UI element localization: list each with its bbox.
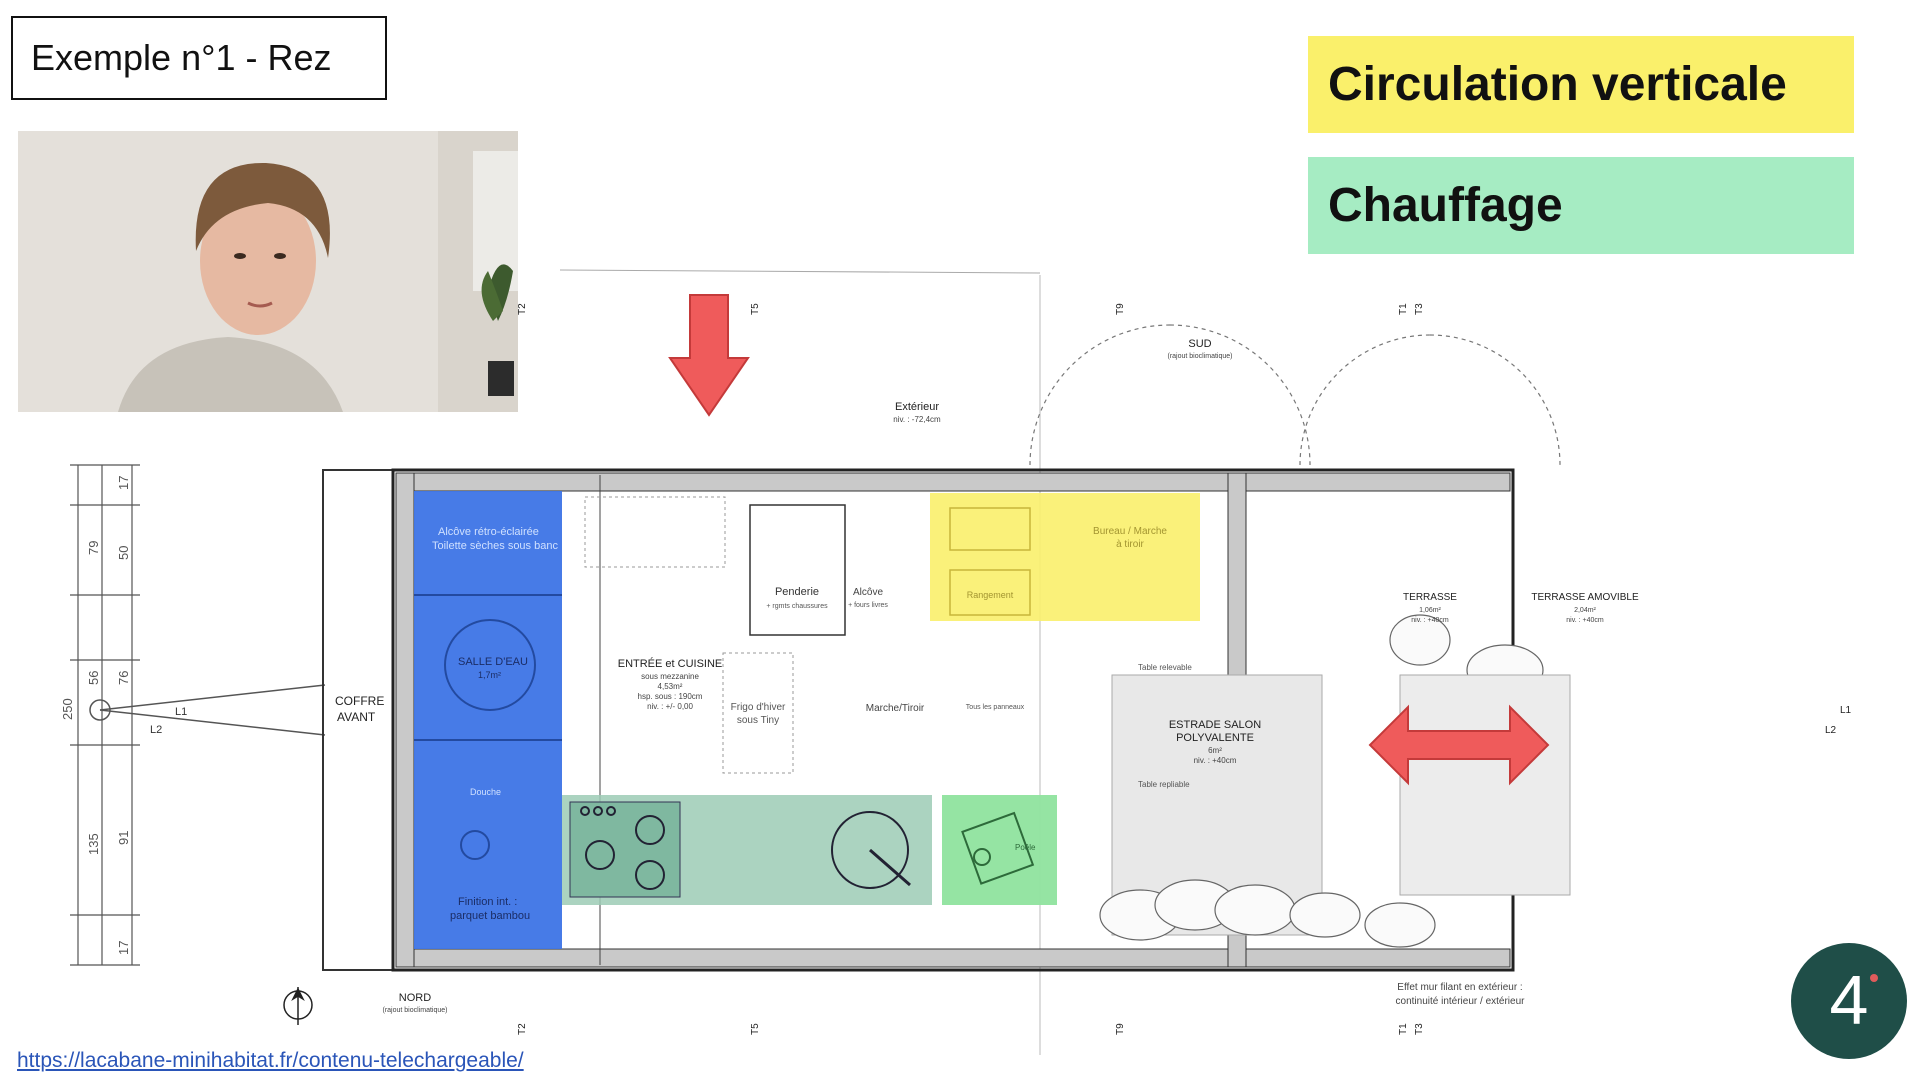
salle-area-label: 1,7m² (478, 670, 501, 680)
terrasse-level-label: niv. : +40cm (1411, 617, 1449, 624)
estrade-level-label: niv. : +40cm (1194, 756, 1237, 765)
alcove-label: Alcôve (853, 587, 883, 598)
estrade-area-label: 6m² (1208, 746, 1222, 755)
terrasse-amovible-label: TERRASSE AMOVIBLE (1531, 592, 1639, 603)
marche-label: Marche/Tiroir (866, 703, 925, 714)
legend-chauffage-label: Chauffage (1328, 179, 1563, 232)
entree-height-label: hsp. sous : 190cm (638, 692, 703, 701)
t3-marker-top: T3 (1414, 303, 1425, 315)
entree-sub-label: sous mezzanine (641, 672, 699, 681)
entree-label: ENTRÉE et CUISINE (618, 657, 723, 670)
entree-level-label: niv. : +/- 0,00 (647, 702, 693, 711)
penderie-sub-label: + rgmts chaussures (766, 603, 828, 610)
legend-circulation-label: Circulation verticale (1328, 58, 1787, 111)
bureau-sub-label: à tiroir (1116, 539, 1144, 550)
terrasse-amovible-zone (1399, 674, 1571, 896)
dim-76: 76 (116, 671, 131, 685)
continuite-label: continuité intérieur / extérieur (1396, 996, 1526, 1007)
logo-text: 4 (1830, 961, 1869, 1039)
entree-area-label: 4,53m² (658, 682, 683, 691)
t9-marker-top: T9 (1115, 303, 1126, 315)
sud-label: SUD (1188, 338, 1211, 350)
table-repliable-label: Table repliable (1138, 780, 1190, 789)
amovible-area-label: 2,04m² (1574, 607, 1596, 614)
floor-plan: 250 79 56 135 17 50 76 91 17 L1 L2 COFFR… (60, 269, 1852, 1055)
outer-walls (391, 468, 1515, 972)
nord-label: NORD (399, 992, 431, 1004)
t9-marker-bottom: T9 (1115, 1023, 1126, 1035)
t2-marker-bottom: T2 (517, 1023, 528, 1035)
terrasse-area-label: 1,06m² (1419, 607, 1441, 614)
rangement-label: Rangement (967, 590, 1014, 600)
douche-label: Douche (470, 787, 501, 797)
l1-marker-left: L1 (175, 706, 187, 718)
alcove-sub-label: + fours livres (848, 602, 888, 609)
chauffage-zone (942, 795, 1057, 905)
effet-label: Effet mur filant en extérieur : (1397, 982, 1522, 993)
t2-marker-top: T2 (517, 303, 528, 315)
tous-panneaux-label: Tous les panneaux (966, 704, 1025, 711)
exterieur-level-label: niv. : -72,4cm (893, 415, 941, 424)
bureau-label: Bureau / Marche (1093, 526, 1167, 537)
dim-50: 50 (116, 546, 131, 560)
salle-deau-zone (414, 491, 562, 949)
estrade-label: ESTRADE SALON (1169, 719, 1261, 731)
t3-marker-bottom: T3 (1414, 1023, 1425, 1035)
dim-17-bottom: 17 (116, 941, 131, 955)
cushions (1099, 614, 1544, 948)
double-arrow-icon (1368, 704, 1550, 786)
webcam-video (18, 131, 518, 412)
trailer-hitch (89, 684, 326, 736)
door-swings (1029, 324, 1561, 466)
t1-marker-top: T1 (1398, 303, 1409, 315)
finition-label: Finition int. : (458, 896, 517, 908)
t1-marker-bottom: T1 (1398, 1023, 1409, 1035)
frigo-sub-label: sous Tiny (737, 715, 779, 726)
download-link[interactable]: https://lacabane-minihabitat.fr/contenu-… (17, 1049, 524, 1072)
north-compass-icon (283, 987, 313, 1025)
coffre-label: COFFRE (335, 694, 384, 708)
alcove-retro-label: Alcôve rétro-éclairée (438, 526, 539, 538)
parquet-label: parquet bambou (450, 910, 530, 922)
avant-label: AVANT (337, 710, 376, 724)
slide-title: Exemple n°1 - Rez (11, 16, 387, 100)
frigo-label: Frigo d'hiver (731, 702, 786, 713)
legend-chauffage: Chauffage (1308, 157, 1854, 254)
toilette-label: Toilette sèches sous banc (432, 540, 558, 552)
legend-circulation-verticale: Circulation verticale (1308, 36, 1854, 133)
penderie-label: Penderie (775, 586, 819, 598)
sud-sub-label: (rajout bioclimatique) (1168, 353, 1233, 360)
salle-deau-label: SALLE D'EAU (458, 656, 528, 668)
dim-56: 56 (86, 671, 101, 685)
dim-79: 79 (86, 541, 101, 555)
t5-marker-bottom: T5 (750, 1023, 761, 1035)
t5-marker-top: T5 (750, 303, 761, 315)
poele-label: Poêle (1015, 843, 1036, 852)
dim-17-top: 17 (116, 476, 131, 490)
cabane-logo-icon: 4 (1791, 943, 1907, 1059)
dim-250: 250 (60, 698, 75, 720)
entrance-arrow-icon (668, 294, 750, 417)
table-relevable-label: Table relevable (1138, 663, 1192, 672)
dimension-lines (70, 464, 140, 966)
dim-91: 91 (116, 831, 131, 845)
presenter-image (18, 131, 518, 412)
l2-marker-left: L2 (150, 724, 162, 736)
circulation-verticale-zone (930, 493, 1200, 621)
dim-135: 135 (86, 833, 101, 855)
terrasse-label: TERRASSE (1403, 592, 1457, 603)
amovible-level-label: niv. : +40cm (1566, 617, 1604, 624)
l1-marker-right: L1 (1840, 705, 1852, 716)
polyvalente-label: POLYVALENTE (1176, 732, 1254, 744)
exterieur-label: Extérieur (895, 401, 939, 413)
l2-marker-right: L2 (1825, 725, 1837, 736)
nord-sub-label: (rajout bioclimatique) (383, 1007, 448, 1014)
